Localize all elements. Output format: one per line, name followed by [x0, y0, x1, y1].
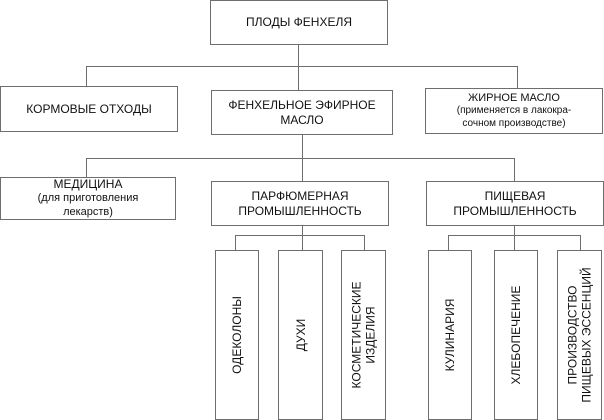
node-label: МЕДИЦИНА	[53, 177, 123, 192]
connector	[235, 235, 364, 236]
node-cosmetics: КОСМЕТИЧЕСКИЕ ИЗДЕЛИЯ	[341, 250, 386, 420]
connector	[302, 134, 303, 158]
node-label: сочном производстве)	[462, 117, 566, 129]
node-label: (применяется в лакокра-	[456, 105, 572, 117]
node-label: КОСМЕТИЧЕСКИЕ ИЗДЕЛИЯ	[349, 282, 378, 389]
node-label-line: КОСМЕТИЧЕСКИЕ	[349, 281, 364, 389]
connector	[298, 44, 299, 66]
node-label-line: ПРОИЗВОДСТВО	[565, 285, 580, 385]
connector	[86, 158, 87, 177]
connector	[298, 66, 299, 90]
node-perfume-industry: ПАРФЮМЕРНАЯ ПРОМЫШЛЕННОСТЬ	[211, 181, 389, 226]
node-food-industry: ПИЩЕВАЯ ПРОМЫШЛЕННОСТЬ	[426, 181, 604, 226]
node-label: ПЛОДЫ ФЕНХЕЛЯ	[246, 15, 352, 29]
node-label: (для приготовления	[37, 192, 139, 205]
node-medicine: МЕДИЦИНА (для приготовления лекарств)	[0, 177, 176, 220]
node-cookery: КУЛИНАРИЯ	[428, 250, 472, 420]
node-label: ФЕНХЕЛЬНОЕ ЭФИРНОЕ	[228, 97, 376, 112]
node-label-line: ОДЕКОЛОНЫ	[229, 296, 244, 374]
node-label-line: КУЛИНАРИЯ	[442, 298, 457, 372]
node-label-line: ИЗДЕЛИЯ	[363, 306, 378, 364]
node-label: МАСЛО	[280, 112, 324, 127]
node-perfumes: ДУХИ	[278, 250, 323, 420]
node-label: ПРОИЗВОДСТВО ПИЩЕВЫХ ЭССЕНЦИЙ	[565, 267, 594, 402]
node-food-essences: ПРОИЗВОДСТВО ПИЩЕВЫХ ЭССЕНЦИЙ	[557, 250, 602, 420]
node-feed-waste: КОРМОВЫЕ ОТХОДЫ	[0, 86, 178, 132]
node-label-line: ДУХИ	[293, 318, 308, 352]
node-label: ЖИРНОЕ МАСЛО	[468, 91, 560, 104]
node-label-line: ХЛЕБОПЕЧЕНИЕ	[508, 285, 523, 385]
node-fennel-fruits: ПЛОДЫ ФЕНХЕЛЯ	[210, 0, 388, 45]
node-fennel-essential-oil: ФЕНХЕЛЬНОЕ ЭФИРНОЕ МАСЛО	[211, 90, 393, 135]
connector	[235, 235, 236, 250]
node-label: КУЛИНАРИЯ	[443, 299, 457, 372]
node-label: ХЛЕБОПЕЧЕНИЕ	[509, 286, 523, 385]
node-label: ПРОМЫШЛЕННОСТЬ	[238, 203, 362, 218]
connector	[448, 235, 449, 250]
node-label: ПРОМЫШЛЕННОСТЬ	[453, 203, 577, 218]
node-label: КОРМОВЫЕ ОТХОДЫ	[26, 101, 152, 116]
connector	[302, 158, 303, 181]
connector	[86, 66, 87, 87]
connector	[514, 158, 515, 181]
connector	[514, 235, 515, 250]
node-fatty-oil: ЖИРНОЕ МАСЛО (применяется в лакокра- соч…	[425, 88, 603, 134]
node-label: ДУХИ	[293, 319, 307, 352]
node-label: ПАРФЮМЕРНАЯ	[251, 188, 349, 203]
node-colognes: ОДЕКОЛОНЫ	[215, 250, 259, 420]
connector	[86, 158, 514, 159]
connector	[302, 226, 303, 235]
connector	[364, 235, 365, 250]
connector	[580, 235, 581, 250]
node-label: ПИЩЕВАЯ	[484, 188, 546, 203]
connector	[514, 226, 515, 235]
connector	[517, 66, 518, 88]
node-label: лекарств)	[63, 206, 113, 218]
connector	[302, 235, 303, 250]
node-label: ОДЕКОЛОНЫ	[230, 296, 244, 374]
node-label-line: ПИЩЕВЫХ ЭССЕНЦИЙ	[579, 267, 594, 403]
node-baking: ХЛЕБОПЕЧЕНИЕ	[494, 250, 538, 420]
connector	[86, 66, 517, 67]
